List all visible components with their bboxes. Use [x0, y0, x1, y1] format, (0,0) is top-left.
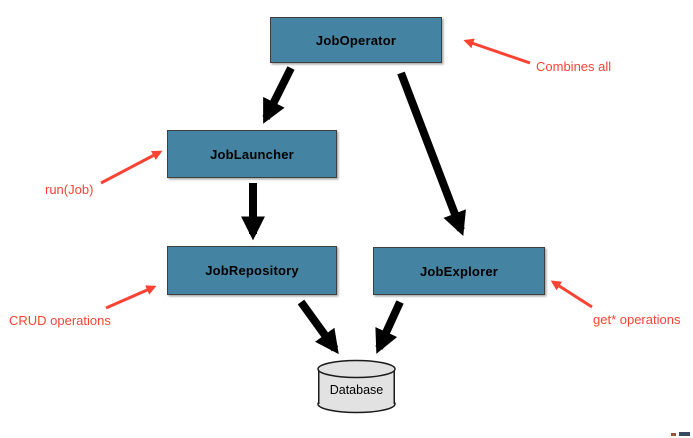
node-job-repository: JobRepository [167, 246, 337, 295]
watermark-fragment [679, 432, 690, 436]
node-job-launcher: JobLauncher [167, 130, 337, 178]
node-job-operator: JobOperator [270, 17, 442, 63]
edge-joboperator-to-joblauncher [262, 66, 295, 124]
clipped-watermark [670, 432, 693, 438]
annotation-arrow-run-job [100, 150, 163, 185]
annotation-crud-operations: CRUD operations [9, 313, 111, 328]
annotation-arrow-get-operations [550, 280, 593, 309]
node-job-launcher-label: JobLauncher [210, 146, 294, 162]
database-label: Database [329, 383, 384, 397]
node-job-explorer: JobExplorer [373, 247, 545, 295]
node-job-operator-label: JobOperator [315, 32, 397, 48]
node-job-explorer-label: JobExplorer [419, 263, 499, 279]
annotation-run-job: run(Job) [45, 182, 94, 197]
edge-joboperator-to-jobexplorer [397, 71, 466, 236]
annotation-arrow-combines-all [463, 38, 531, 65]
edge-jobexplorer-to-database [375, 300, 404, 354]
edge-jobrepository-to-database [297, 299, 339, 355]
annotation-arrow-crud-operations [105, 285, 157, 310]
annotation-combines-all: Combines all [536, 59, 612, 74]
annotation-get-operations: get* operations [593, 312, 681, 327]
watermark-fragment [671, 433, 676, 436]
node-job-repository-label: JobRepository [205, 263, 299, 278]
